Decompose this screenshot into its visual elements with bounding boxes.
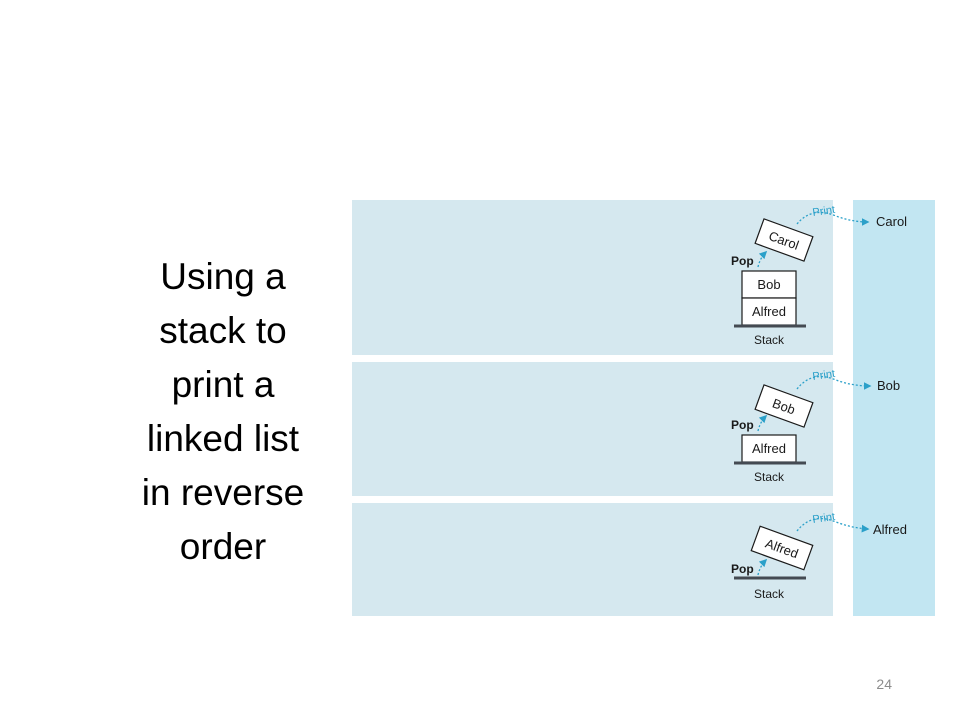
- pop-label: Pop: [731, 418, 754, 432]
- stack-slot: Alfred: [741, 297, 797, 326]
- print-arrow: [796, 375, 872, 390]
- slide-title: Using a stack to print a linked list in …: [118, 250, 328, 574]
- title-line: stack to: [159, 310, 287, 351]
- title-line: Using a: [160, 256, 286, 297]
- popped-card: Alfred: [750, 525, 814, 571]
- popped-card-box: [754, 218, 814, 262]
- stack-label: Stack: [754, 333, 785, 347]
- print-label: Print: [812, 511, 836, 526]
- panel-background: [352, 362, 833, 496]
- title-line: in reverse: [141, 472, 305, 513]
- stack-label: Stack: [754, 587, 785, 601]
- pop-label: Pop: [731, 254, 754, 268]
- popped-card-box: [750, 525, 814, 571]
- title-line: print a: [171, 364, 275, 405]
- page-number: 24: [876, 676, 892, 692]
- output-item: Carol: [876, 214, 907, 229]
- stack-label: Stack: [754, 470, 785, 484]
- stack-slot: Bob: [741, 270, 797, 299]
- title-line: linked list: [146, 418, 300, 459]
- step-panel: Stack Pop Alfred Print Alfred: [352, 503, 907, 616]
- stack-item: Bob: [757, 277, 780, 292]
- stack-slot: Alfred: [741, 434, 797, 463]
- popped-card: Carol: [754, 218, 814, 262]
- popped-card: Bob: [754, 384, 814, 428]
- print-label: Print: [812, 204, 836, 219]
- pop-arrow: [757, 414, 768, 432]
- pop-arrow: [757, 250, 768, 268]
- output-column: [853, 200, 935, 616]
- print-arrow: [796, 517, 870, 533]
- output-item: Alfred: [873, 522, 907, 537]
- stack-item: Alfred: [752, 441, 786, 456]
- pop-label: Pop: [731, 562, 754, 576]
- panel-background: [352, 503, 833, 616]
- step-panel: Alfred Stack Pop Bob Print Bob: [352, 362, 900, 496]
- output-item: Bob: [877, 378, 900, 393]
- popped-card-box: [754, 384, 814, 428]
- step-panel: Bob Alfred Stack Pop Carol Print Carol: [352, 200, 907, 355]
- pop-arrow: [757, 558, 768, 576]
- popped-item: Bob: [770, 395, 797, 417]
- print-label: Print: [812, 368, 836, 383]
- print-arrow: [796, 211, 870, 226]
- stack-slot-box: [741, 270, 797, 299]
- title-line: order: [179, 526, 267, 567]
- stack-item: Alfred: [752, 304, 786, 319]
